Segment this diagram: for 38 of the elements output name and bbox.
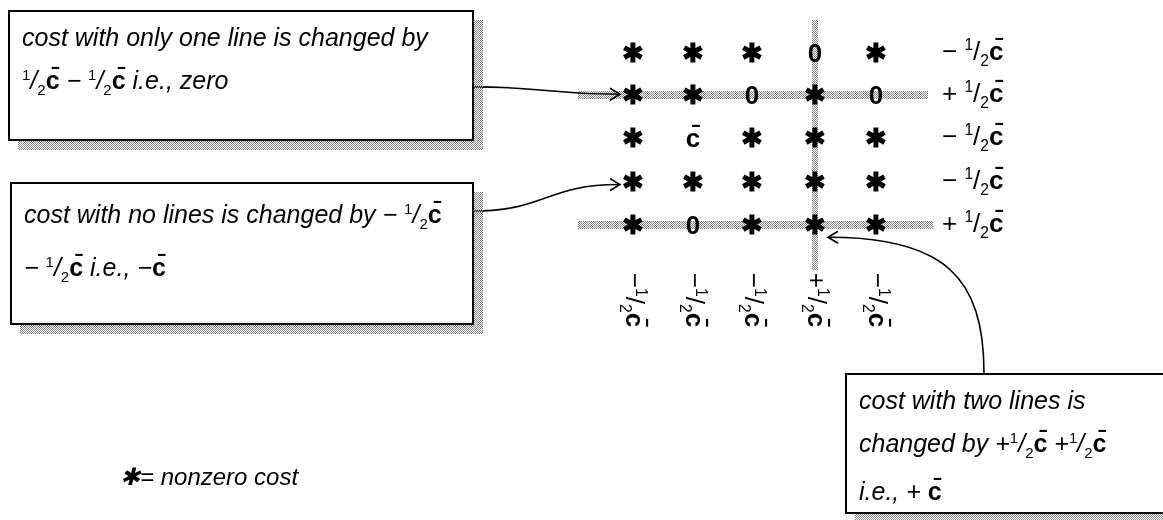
matrix-entry: ✱ [804, 80, 826, 110]
key-note: ✱= nonzero cost [120, 463, 299, 491]
callout-text: cost with no lines is changed by − $^{1}$/$_{2}$c̄ − $^{1}$/$_{2}$c̄ i.e., −c̄ [24, 199, 443, 288]
matrix-entry: ✱ [865, 123, 887, 153]
row-adjustment: − $^{1}$/$_{2}$c̄ [942, 120, 1004, 156]
matrix-entry: ✱ [741, 38, 763, 68]
matrix-entry: ✱ [622, 80, 644, 110]
matrix-entry: ✱ [622, 38, 644, 68]
row-adjustment: − $^{1}$/$_{2}$c̄ [942, 35, 1004, 71]
callout-box [8, 10, 483, 150]
row-adjustment: − $^{1}$/$_{2}$c̄ [942, 164, 1004, 200]
row-adjustment: + $^{1}$/$_{2}$c̄ [942, 77, 1004, 113]
matrix-entry: 0 [685, 210, 701, 240]
matrix-entry: c̄ [685, 123, 701, 153]
callout-box [10, 182, 483, 334]
matrix-entry: 0 [868, 80, 884, 110]
matrix-entry: ✱ [804, 167, 826, 197]
matrix-entry: ✱ [682, 38, 704, 68]
matrix-entry: 0 [807, 38, 823, 68]
matrix-entry: ✱ [682, 167, 704, 197]
callout-box [845, 373, 1163, 520]
matrix-entry: ✱ [865, 38, 887, 68]
leader-arrow [827, 230, 985, 374]
matrix-entry: ✱ [741, 210, 763, 240]
matrix-entry: ✱ [865, 210, 887, 240]
matrix-entry: ✱ [622, 123, 644, 153]
matrix-entry: ✱ [865, 167, 887, 197]
matrix-entry: ✱ [682, 80, 704, 110]
matrix-entry: ✱ [741, 123, 763, 153]
callout-text: cost with two lines is changed by +$^{1}$/$_{2}$c̄ +$^{1}$/$_{2}$c̄ i.e., + c̄ [859, 385, 1108, 508]
matrix-entry: ✱ [804, 210, 826, 240]
matrix-entry: 0 [744, 80, 760, 110]
matrix-entry: ✱ [622, 167, 644, 197]
matrix-entry: ✱ [804, 123, 826, 153]
row-adjustment: + $^{1}$/$_{2}$c̄ [942, 207, 1004, 243]
matrix-entry: ✱ [622, 210, 644, 240]
callout-text: cost with only one line is changed by $^{1}$/$_{2}$c̄ − $^{1}$/$_{2}$c̄ i.e., zero [22, 22, 430, 101]
matrix-entry: ✱ [741, 167, 763, 197]
